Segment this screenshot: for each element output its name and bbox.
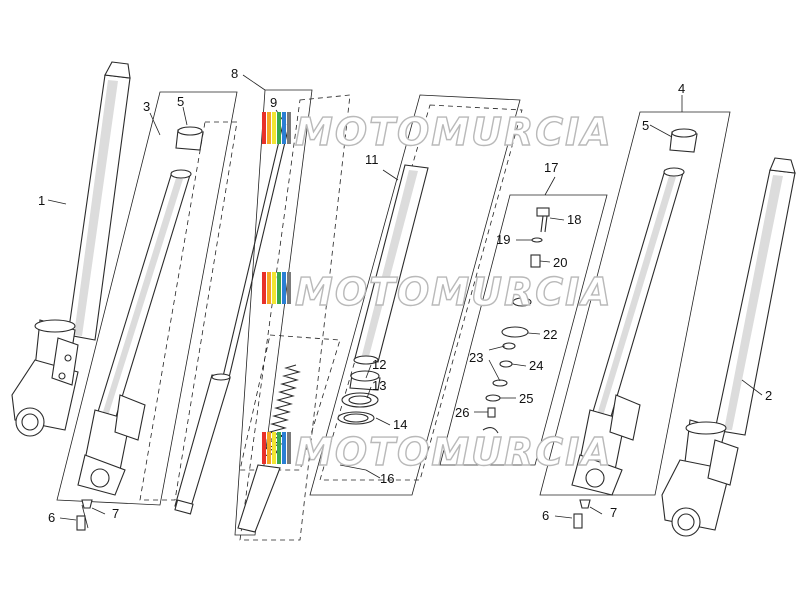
leader-lines (47, 74, 763, 521)
fork-leg-left (11, 61, 131, 437)
part-label-12: 12 (372, 357, 386, 372)
part-label-25: 25 (519, 391, 533, 406)
part-label-19: 19 (496, 232, 510, 247)
part-label-5-left: 5 (177, 94, 184, 109)
part-label-13: 13 (372, 378, 386, 393)
part-label-23: 23 (469, 350, 483, 365)
part-label-6-left: 6 (48, 510, 55, 525)
fork-leg-right (661, 157, 796, 537)
part-label-20: 20 (553, 255, 567, 270)
part-label-24: 24 (529, 358, 543, 373)
part-label-5-right: 5 (642, 118, 649, 133)
part-label-7-right: 7 (610, 505, 617, 520)
watermark-logo-top: MOTOMURCIA (262, 109, 613, 155)
part-label-3: 3 (143, 99, 150, 114)
watermark-logo-middle: MOTOMURCIA (262, 269, 613, 315)
watermark-text: MOTOMURCIA (295, 110, 613, 154)
part-label-2: 2 (765, 388, 772, 403)
part-labels: 1 2 3 4 5 5 6 6 7 7 8 9 11 12 13 14 16 1… (38, 66, 772, 525)
part-label-18: 18 (567, 212, 581, 227)
part-label-7-left: 7 (112, 506, 119, 521)
part-label-6-right: 6 (542, 508, 549, 523)
part-label-1: 1 (38, 193, 45, 208)
watermark-logo-bottom: MOTOMURCIA (262, 429, 613, 475)
part-label-8: 8 (231, 66, 238, 81)
part-label-22: 22 (543, 327, 557, 342)
part-label-26: 26 (455, 405, 469, 420)
watermark-text: MOTOMURCIA (295, 430, 613, 474)
inner-tube-kit (309, 94, 523, 496)
outer-tube-kit-left (56, 91, 238, 531)
part-label-11: 11 (365, 152, 379, 167)
part-label-17: 17 (544, 160, 558, 175)
part-label-9: 9 (270, 95, 277, 110)
outer-tube-kit-right (539, 111, 731, 529)
part-label-4: 4 (678, 81, 685, 96)
adjuster-kit (439, 194, 608, 466)
watermark-text: MOTOMURCIA (295, 270, 613, 314)
part-label-16: 16 (380, 471, 394, 486)
part-label-14: 14 (393, 417, 407, 432)
